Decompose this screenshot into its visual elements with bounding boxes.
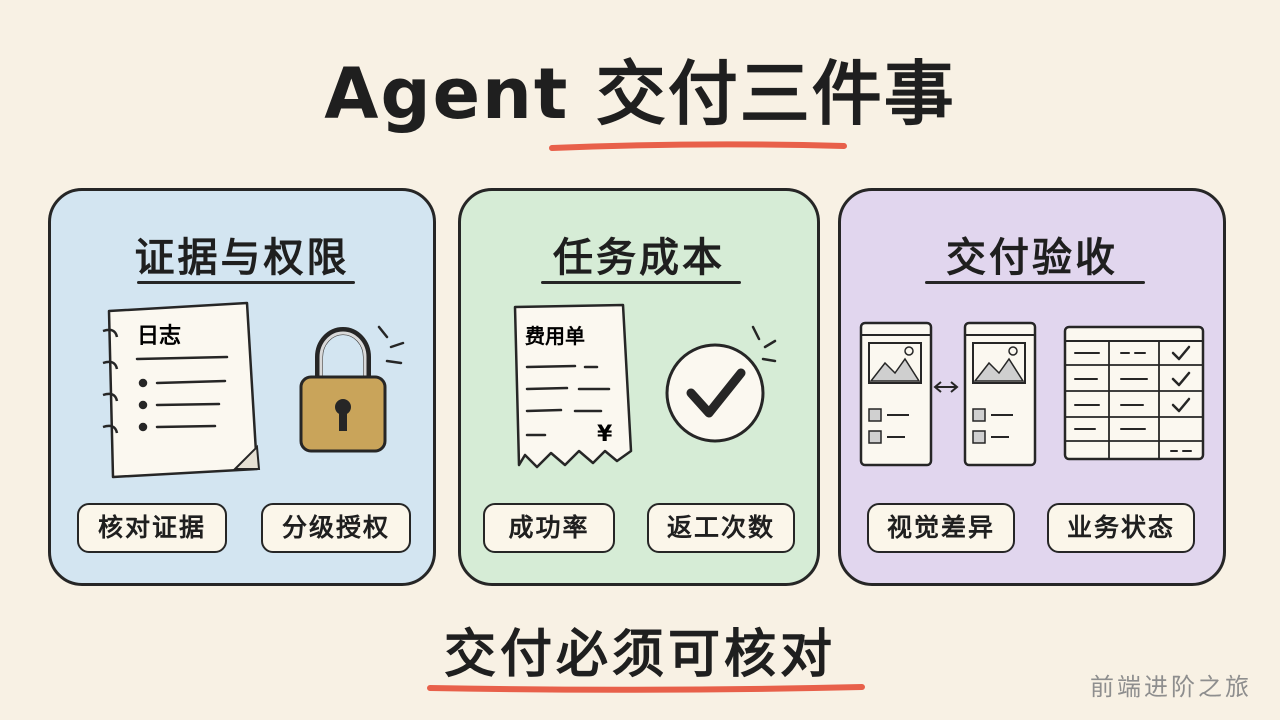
- notebook-icon: 日志: [102, 301, 261, 479]
- padlock-icon: [299, 325, 405, 453]
- panel-title-rule: [541, 281, 741, 284]
- chip-tiered-authorization: 分级授权: [261, 503, 411, 553]
- title-underline: [549, 141, 847, 151]
- panel-title-rule: [925, 281, 1145, 284]
- checkmark-circle-icon: [665, 325, 777, 443]
- panel-title-rule: [137, 281, 355, 284]
- main-title: Agent 交付三件事: [324, 53, 956, 135]
- panel-task-cost: 任务成本 费用单 ¥ 成功率 返工次数: [458, 188, 820, 586]
- panel-title: 交付验收: [946, 235, 1118, 281]
- compare-arrows-icon: [933, 381, 959, 393]
- chip-visual-diff: 视觉差异: [867, 503, 1015, 553]
- acceptance-illustration: [859, 321, 1205, 467]
- notebook-label: 日志: [137, 324, 181, 349]
- receipt-icon: 费用单 ¥: [513, 303, 633, 469]
- bottom-slogan: 交付必须可核对: [443, 625, 836, 685]
- checklist-table-icon: [1063, 325, 1205, 461]
- chip-business-state: 业务状态: [1047, 503, 1195, 553]
- chip-success-rate: 成功率: [483, 503, 615, 553]
- bottom-underline: [427, 684, 865, 693]
- watermark: 前端进阶之旅: [1090, 673, 1252, 701]
- chip-verify-evidence: 核对证据: [77, 503, 227, 553]
- receipt-label: 费用单: [525, 324, 585, 348]
- screen-mockup-icon-2: [963, 321, 1037, 467]
- currency-symbol: ¥: [597, 422, 613, 447]
- panel-evidence-permission: 证据与权限 日志 核对证据 分级授权: [48, 188, 436, 586]
- panel-delivery-acceptance: 交付验收: [838, 188, 1226, 586]
- screen-mockup-icon: [859, 321, 933, 467]
- panel-title: 任务成本: [553, 235, 725, 281]
- panel-title: 证据与权限: [134, 235, 350, 281]
- chip-rework-count: 返工次数: [647, 503, 795, 553]
